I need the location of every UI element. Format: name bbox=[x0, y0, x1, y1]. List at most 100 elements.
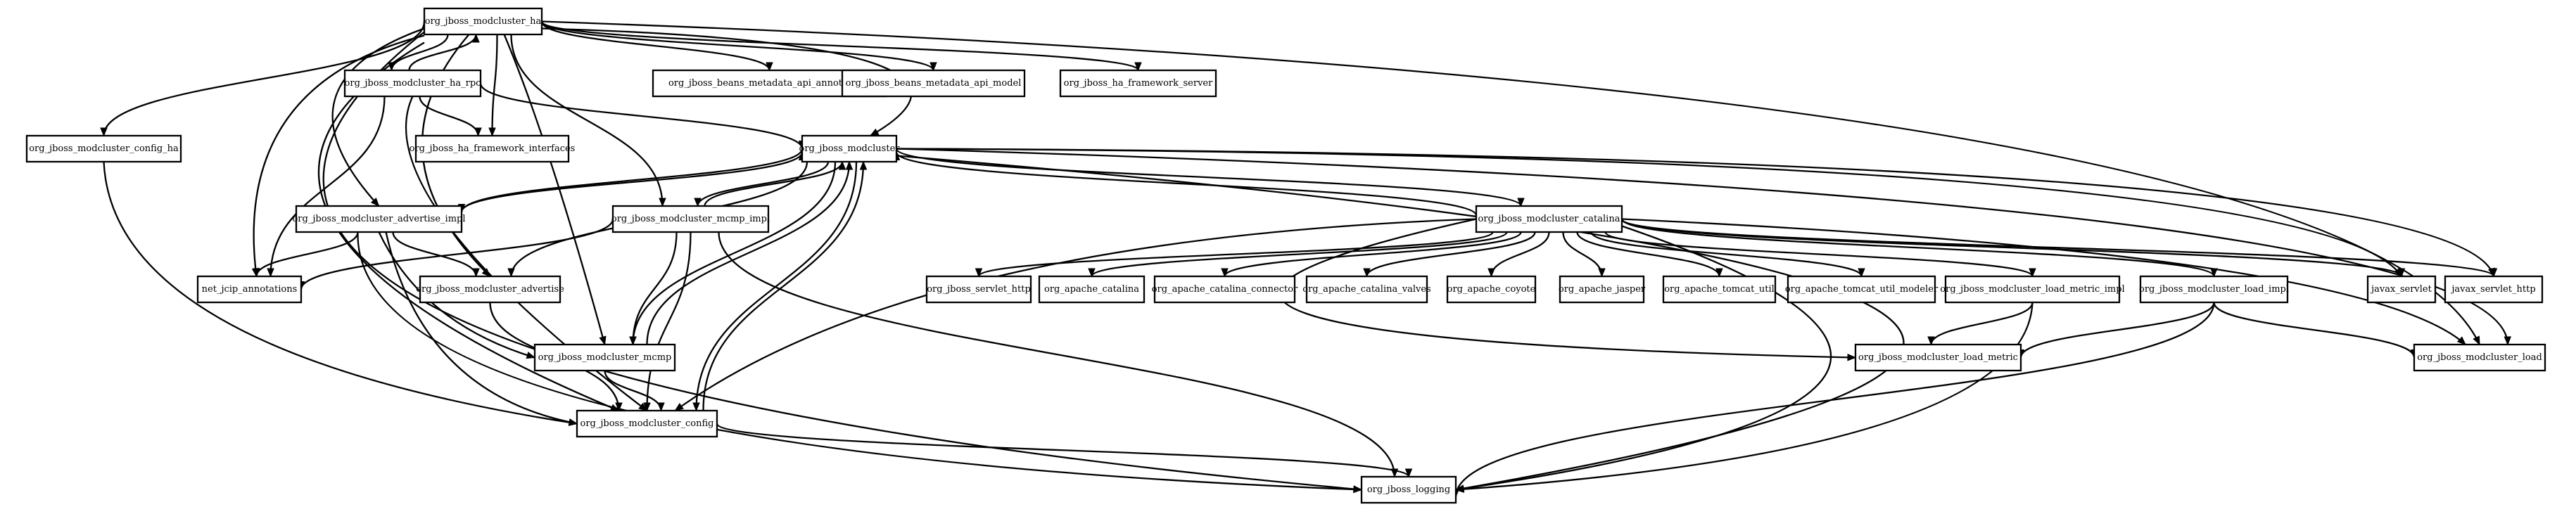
edge-catalina-to-servlet-http bbox=[977, 231, 1494, 278]
edge-config-to-logging bbox=[716, 423, 1410, 478]
node-box bbox=[533, 343, 676, 372]
edge-ha-to-beans-ann bbox=[540, 21, 770, 71]
arrowhead bbox=[659, 198, 666, 207]
node-ha: org_jboss_modcluster_ha bbox=[423, 7, 543, 36]
node-label: org_jboss_modcluster_ha_rpc bbox=[345, 78, 481, 89]
node-label: org_apache_jasper bbox=[1559, 284, 1646, 295]
node-label: org_jboss_ha_framework_server bbox=[1064, 78, 1213, 89]
node-load-impl: org_jboss_modcluster_load_impl bbox=[2139, 275, 2289, 304]
node-box bbox=[2413, 343, 2546, 372]
node-box bbox=[1059, 69, 1217, 98]
edge-modcluster-to-javax-http bbox=[896, 148, 2495, 277]
edge-config-ha-to-config bbox=[103, 161, 578, 425]
edge-catalina-to-ap-connector bbox=[1224, 231, 1522, 277]
arrowhead bbox=[1847, 354, 1857, 361]
arrowhead bbox=[568, 418, 578, 426]
node-label: org_jboss_modcluster_mcmp bbox=[538, 352, 672, 363]
node-ap-catalina: org_apache_catalina bbox=[1038, 275, 1146, 304]
edge-load-impl-to-logging bbox=[1454, 302, 2215, 497]
edge-modcluster-to-logging bbox=[896, 155, 1905, 491]
edge-catalina-to-ap-valves bbox=[1366, 231, 1536, 277]
arrowhead bbox=[615, 402, 623, 412]
arrowhead bbox=[638, 402, 648, 411]
node-box bbox=[1038, 275, 1146, 304]
edge-load-impl-to-load bbox=[2213, 302, 2416, 358]
arrowhead bbox=[1454, 485, 1464, 493]
edge-lm-impl-to-logging bbox=[1455, 302, 2033, 491]
node-catalina: org_jboss_modcluster_catalina bbox=[1475, 205, 1623, 233]
arrowhead bbox=[1363, 268, 1371, 278]
edge-modcluster-to-config bbox=[695, 161, 858, 411]
node-ha-server: org_jboss_ha_framework_server bbox=[1059, 69, 1217, 98]
arrowhead bbox=[975, 268, 983, 278]
arrowhead bbox=[1517, 198, 1525, 207]
node-label: javax_servlet bbox=[2370, 284, 2432, 295]
edge-catalina-to-load bbox=[1621, 218, 2466, 345]
node-label: javax_servlet_http bbox=[2450, 284, 2535, 295]
node-label: org_apache_catalina_connector bbox=[1152, 284, 1298, 295]
edge-mcmp-impl-to-logging bbox=[718, 231, 1396, 477]
node-box bbox=[419, 275, 561, 304]
node-box bbox=[2366, 275, 2437, 304]
edge-modcluster-to-mcmp bbox=[632, 161, 837, 345]
node-modcluster: org_jboss_modcluster bbox=[799, 134, 900, 163]
node-box bbox=[1559, 275, 1645, 304]
node-box bbox=[1854, 343, 2022, 372]
node-box bbox=[2444, 275, 2544, 304]
arrowhead bbox=[859, 160, 868, 170]
edge-ha-rpc-to-modcluster bbox=[479, 83, 804, 149]
arrowhead bbox=[507, 268, 515, 278]
node-label: net_jcip_annotations bbox=[202, 284, 298, 295]
node-label: org_jboss_modcluster_load bbox=[2417, 352, 2542, 363]
dependency-nodes: org_jboss_modcluster_ha org_jboss_modclus… bbox=[25, 7, 2546, 504]
edge-ha-to-ha-server bbox=[540, 20, 1139, 72]
node-label: org_jboss_beans_metadata_api_annotations bbox=[668, 78, 870, 89]
arrowhead bbox=[599, 335, 607, 346]
arrowhead bbox=[657, 402, 665, 412]
node-lm-impl: org_jboss_modcluster_load_metric_impl bbox=[1940, 275, 2125, 304]
node-logging: org_jboss_logging bbox=[1360, 475, 1457, 504]
edge-ha-to-mcmp-impl bbox=[510, 34, 664, 207]
arrowhead bbox=[694, 198, 702, 207]
arrowhead bbox=[845, 160, 854, 170]
node-label: org_jboss_modcluster_load_metric bbox=[1858, 352, 2018, 363]
edge-ha-to-modcluster bbox=[541, 27, 913, 136]
node-label: org_jboss_modcluster_load_metric_impl bbox=[1940, 284, 2124, 295]
arrowhead bbox=[370, 197, 380, 207]
node-ha-fw-if: org_jboss_ha_framework_interfaces bbox=[410, 134, 575, 163]
edge-catalina-to-logging bbox=[1455, 225, 1832, 491]
node-label: org_jboss_modcluster_config_ha bbox=[29, 143, 179, 154]
edge-catalina-to-lm-impl bbox=[1604, 231, 2033, 277]
edge-catalina-to-javax-http bbox=[1620, 218, 2495, 278]
node-beans-model: org_jboss_beans_metadata_api_model bbox=[841, 69, 1026, 98]
arrowhead bbox=[1598, 268, 1606, 278]
node-label: org_apache_tomcat_util bbox=[1664, 284, 1775, 295]
node-box bbox=[1305, 275, 1428, 304]
arrowhead bbox=[692, 402, 700, 412]
node-box bbox=[196, 275, 303, 304]
node-label: org_apache_coyote bbox=[1447, 284, 1536, 295]
node-box bbox=[2139, 275, 2289, 304]
node-label: org_apache_catalina_valves bbox=[1302, 284, 1430, 295]
node-box bbox=[576, 409, 718, 438]
edge-mcmp-impl-to-modcluster bbox=[704, 161, 844, 207]
edge-mcmp-impl-to-config bbox=[646, 231, 692, 411]
node-jcip: net_jcip_annotations bbox=[196, 275, 303, 304]
node-box bbox=[423, 7, 543, 36]
node-box bbox=[801, 134, 898, 163]
node-ap-jasper: org_apache_jasper bbox=[1559, 275, 1646, 304]
arrowhead bbox=[2489, 268, 2498, 278]
edge-adv-impl-to-jcip bbox=[255, 231, 359, 277]
edge-modcluster-to-javax-servlet bbox=[896, 148, 2402, 277]
arrowhead bbox=[1858, 268, 1865, 278]
arrowhead bbox=[2456, 336, 2466, 345]
node-ap-modeler: org_apache_tomcat_util_modeler bbox=[1785, 275, 1939, 304]
edge-adv-impl-to-logging bbox=[357, 231, 1362, 491]
node-label: org_jboss_modcluster_ha bbox=[425, 16, 542, 27]
arrowhead bbox=[472, 33, 480, 43]
arrowhead bbox=[1353, 485, 1363, 494]
node-label: org_jboss_modcluster_advertise bbox=[416, 284, 564, 295]
edge-adv-impl-to-modcluster bbox=[460, 152, 804, 212]
node-label: org_jboss_modcluster_advertise_impl bbox=[292, 214, 465, 224]
node-box bbox=[925, 275, 1032, 304]
